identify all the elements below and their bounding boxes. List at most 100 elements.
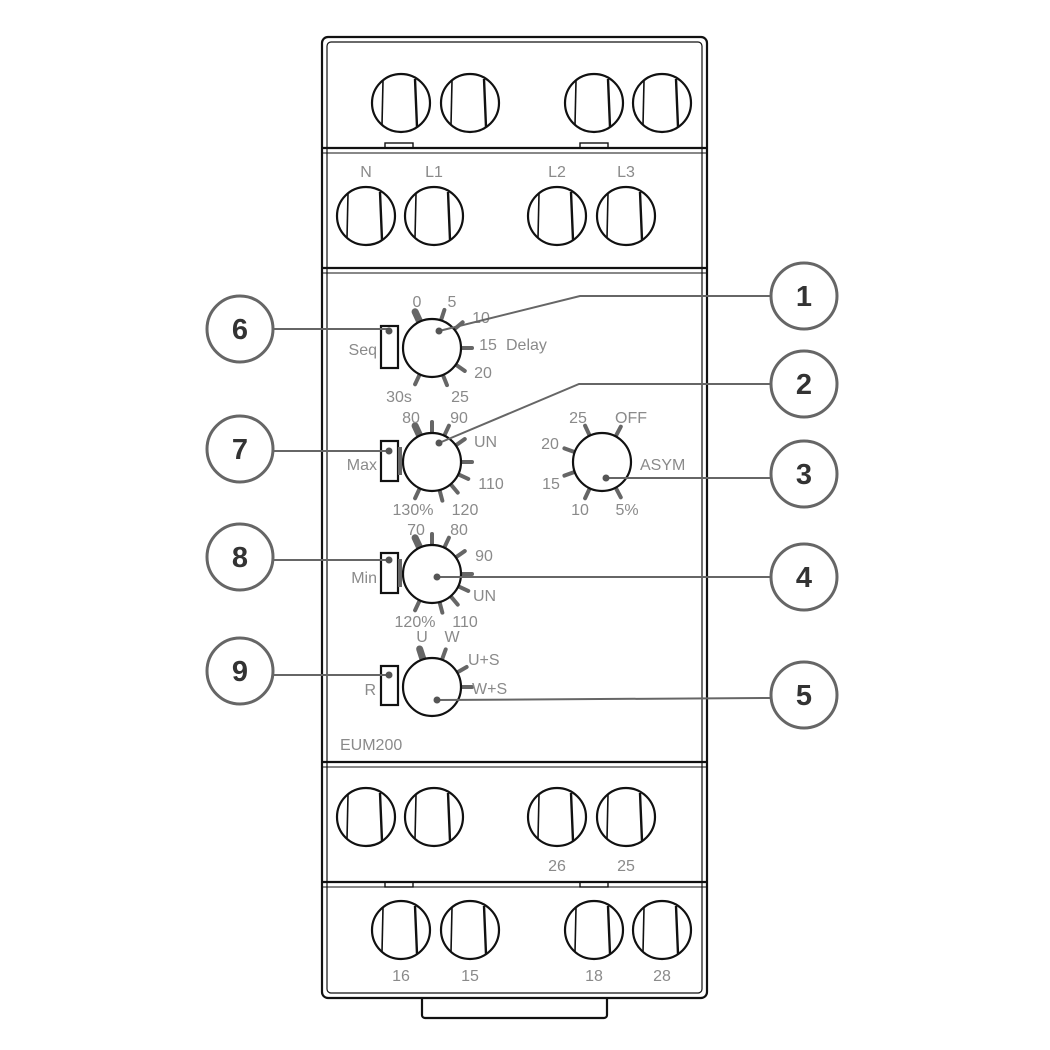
delay-scale-15: 15 — [479, 337, 497, 354]
terminal-label-26: 26 — [548, 858, 566, 875]
delay-scale-30s: 30s — [386, 389, 412, 406]
terminal-screw — [439, 72, 501, 134]
asym-scale-off: OFF — [615, 410, 647, 427]
max-scale-110: 110 — [478, 476, 504, 493]
mode-scale-w-s: W+S — [472, 681, 507, 698]
mode-knob[interactable] — [401, 656, 463, 718]
dial-tick — [442, 423, 451, 438]
seq-led — [379, 324, 400, 370]
dial-tick — [442, 535, 451, 550]
seq-label: Seq — [349, 342, 377, 359]
dial-tick — [416, 645, 427, 663]
callout-number: 6 — [232, 314, 248, 346]
callout-number: 5 — [796, 680, 812, 712]
terminal-label-n: N — [360, 164, 372, 181]
max-scale-90: 90 — [450, 410, 468, 427]
dial-tick — [455, 665, 469, 675]
terminal-screw — [563, 899, 625, 961]
delay-scale-20: 20 — [474, 365, 492, 382]
min-label: Min — [351, 570, 377, 587]
callout-8: 8 — [205, 522, 275, 592]
dial-tick — [453, 437, 467, 448]
dial-ticks — [411, 307, 623, 689]
min-scale-80: 80 — [450, 522, 468, 539]
terminal-label-15: 15 — [461, 968, 479, 985]
terminal-screw — [563, 72, 625, 134]
dial-tick — [411, 422, 424, 440]
min-scale-70: 70 — [407, 522, 425, 539]
dial-tick — [583, 423, 592, 438]
dial-tick — [413, 598, 422, 613]
max-scale-un: UN — [474, 434, 497, 451]
terminal-label-28: 28 — [653, 968, 671, 985]
max-knob[interactable] — [401, 431, 463, 493]
dial-tick — [437, 488, 445, 503]
mode-scale-u-s: U+S — [468, 652, 500, 669]
terminal-screw — [370, 72, 432, 134]
dial-tick — [413, 486, 422, 501]
housing — [320, 35, 709, 1020]
max-led-bar — [398, 447, 402, 475]
terminal-label-l1: L1 — [425, 164, 443, 181]
dial-tick — [439, 647, 448, 662]
terminal-label-l2: L2 — [548, 164, 566, 181]
dial-tick — [413, 372, 422, 387]
dial-tick — [453, 362, 467, 373]
delay-knob[interactable] — [401, 317, 463, 379]
dial-tick — [411, 534, 424, 552]
dial-tick — [583, 486, 592, 501]
terminal-screw — [595, 185, 657, 247]
delay-scale-0: 0 — [413, 294, 422, 311]
asym-scale-20: 20 — [541, 436, 559, 453]
callout-number: 4 — [796, 562, 812, 594]
delay-title: Delay — [506, 337, 547, 354]
callout-3: 3 — [769, 439, 839, 509]
terminal-screw — [335, 185, 397, 247]
callout-number: 9 — [232, 656, 248, 688]
callout-6: 6 — [205, 294, 275, 364]
asym-scale-15: 15 — [542, 476, 560, 493]
terminal-screw — [403, 185, 465, 247]
dial-tick — [613, 424, 623, 439]
terminal-screw — [526, 786, 588, 848]
terminal-screw — [439, 899, 501, 961]
terminal-screws — [335, 72, 693, 961]
min-scale-110: 110 — [452, 614, 478, 631]
r-label: R — [364, 682, 376, 699]
max-scale-80: 80 — [402, 410, 420, 427]
mode-scale-u: U — [416, 629, 428, 646]
terminal-screw — [631, 899, 693, 961]
dial-tick — [438, 307, 447, 323]
dial-tick — [440, 372, 449, 388]
asym-scale-10: 10 — [571, 502, 589, 519]
dial-tick — [456, 472, 471, 481]
terminal-screw — [335, 786, 397, 848]
callout-1: 1 — [769, 261, 839, 331]
callout-7: 7 — [205, 414, 275, 484]
dial-tick — [411, 308, 424, 326]
min-scale-90: 90 — [475, 548, 493, 565]
delay-scale-5: 5 — [448, 294, 457, 311]
callout-number: 1 — [796, 281, 812, 313]
terminal-screw — [403, 786, 465, 848]
mode-scale-w: W — [444, 629, 460, 646]
dial-tick — [437, 600, 445, 615]
terminal-screw — [370, 899, 432, 961]
max-label: Max — [347, 457, 377, 474]
callout-2: 2 — [769, 349, 839, 419]
min-knob[interactable] — [401, 543, 463, 605]
asym-knob[interactable] — [571, 431, 633, 493]
dial-tick — [448, 594, 460, 607]
delay-scale-25: 25 — [451, 389, 469, 406]
dial-tick — [448, 482, 460, 495]
dial-tick — [456, 584, 471, 593]
callout-number: 8 — [232, 542, 248, 574]
dial-tick — [453, 549, 467, 560]
callout-number: 2 — [796, 369, 812, 401]
callout-4: 4 — [769, 542, 839, 612]
dial-tick — [562, 469, 577, 478]
callout-9: 9 — [205, 636, 275, 706]
dial-tick — [562, 446, 577, 455]
r-led — [379, 664, 400, 707]
